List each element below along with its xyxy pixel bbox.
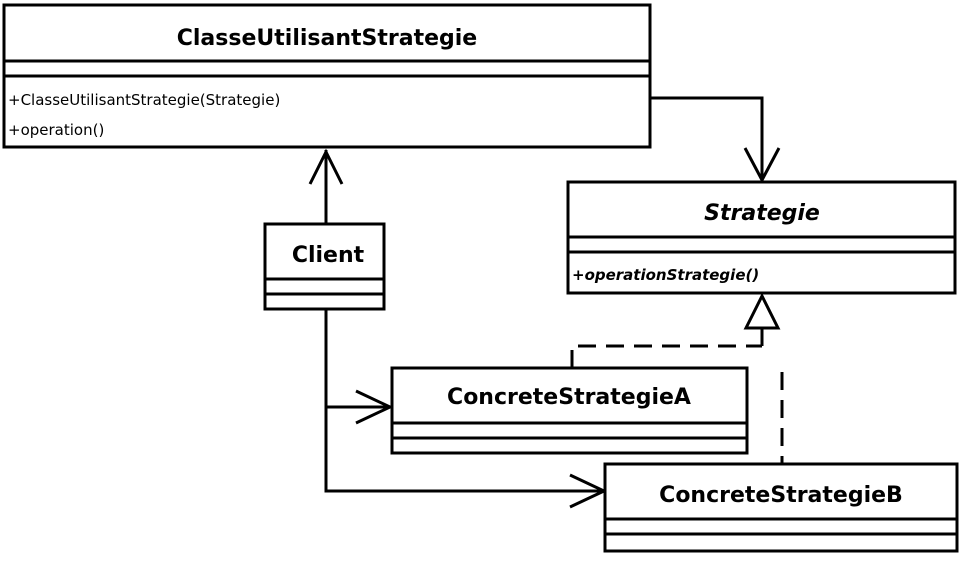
class-concrete-a[interactable]: ConcreteStrategieA (390, 366, 749, 455)
class-concrete-a-name: ConcreteStrategieA (447, 385, 691, 410)
association-client-to-concrete-a (324, 310, 394, 425)
class-client[interactable]: Client (263, 222, 386, 311)
class-context-method-constructor: +ClasseUtilisantStrategie(Strategie) (8, 91, 280, 109)
class-context-method-operation: +operation() (8, 121, 104, 139)
class-concrete-b-name: ConcreteStrategieB (659, 483, 903, 508)
class-context-name: ClasseUtilisantStrategie (177, 26, 477, 51)
association-context-to-strategy (651, 96, 781, 184)
class-strategy-name: Strategie (704, 201, 820, 226)
class-strategy-method: +operationStrategie() (572, 266, 759, 284)
association-client-to-context (308, 148, 344, 224)
realization-concrete-a-to-strategy (570, 292, 781, 368)
class-concrete-b[interactable]: ConcreteStrategieB (603, 462, 959, 553)
class-client-name: Client (292, 243, 365, 268)
class-context[interactable]: ClasseUtilisantStrategie +ClasseUtilisan… (2, 3, 652, 149)
class-strategy[interactable]: Strategie +operationStrategie() (566, 180, 957, 295)
